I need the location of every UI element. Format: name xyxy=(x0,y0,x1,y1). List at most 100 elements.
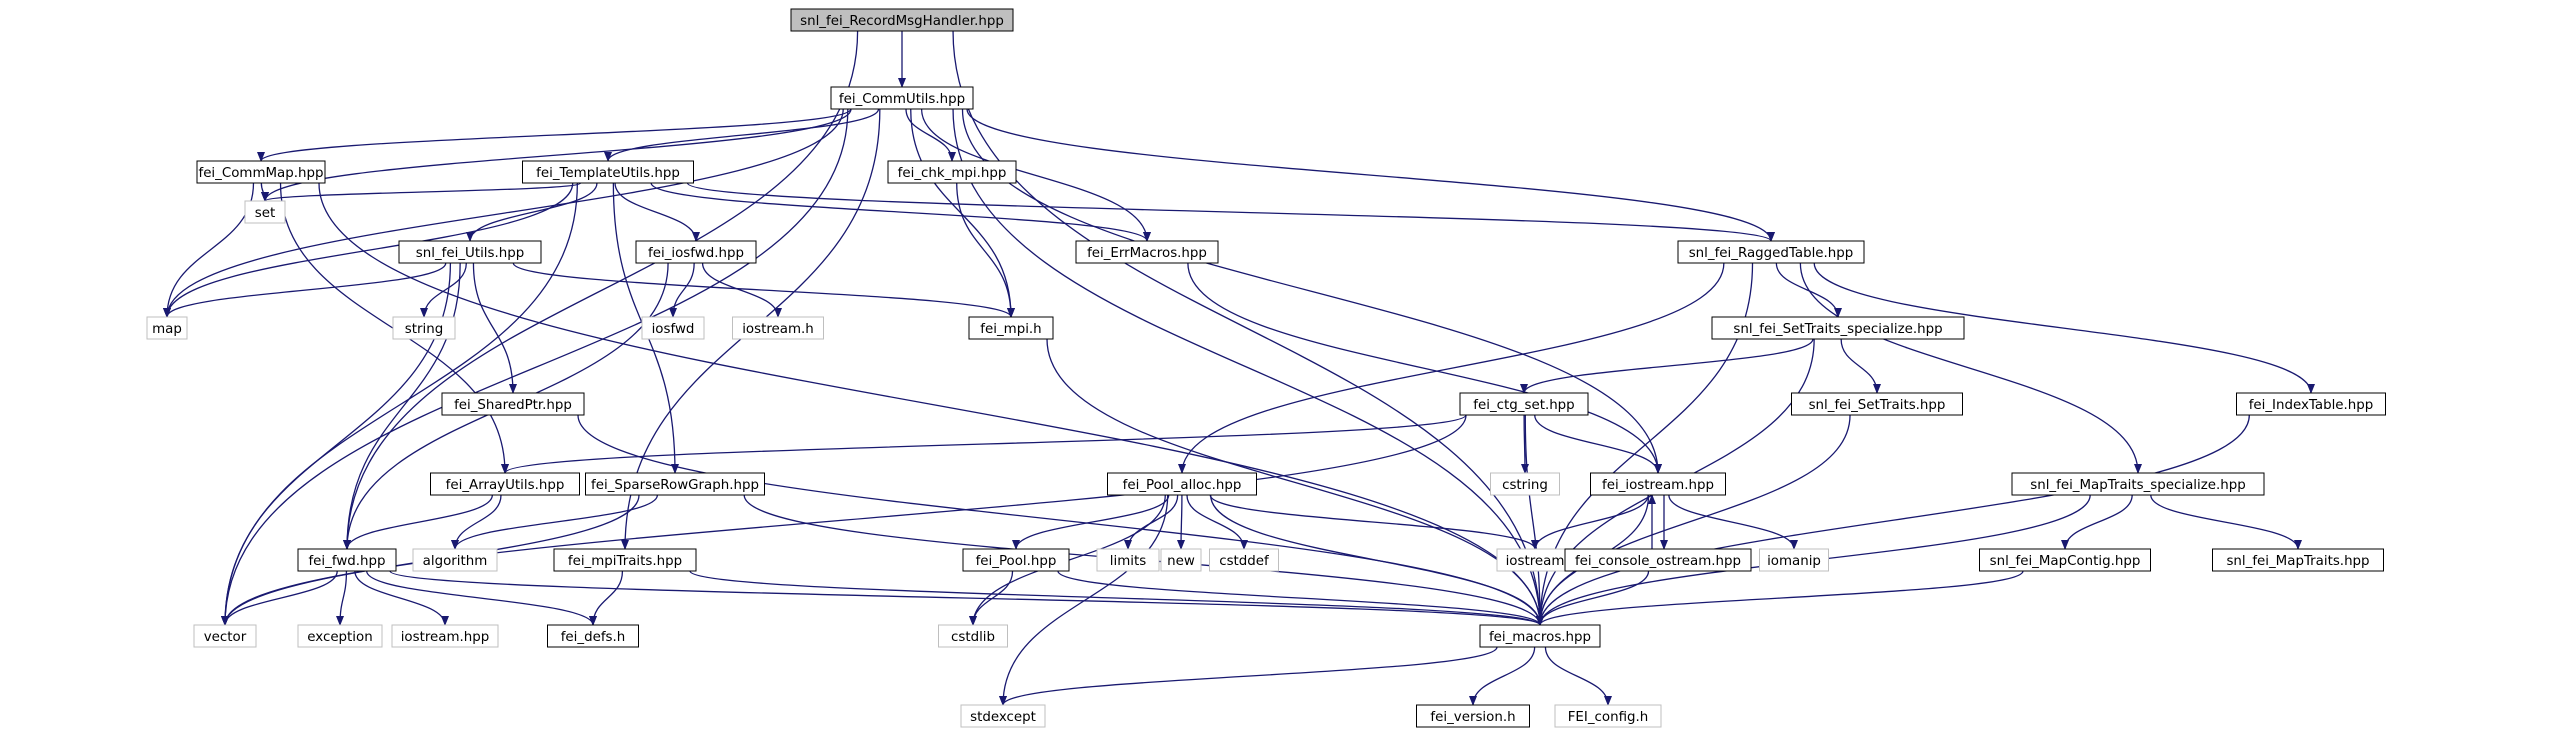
node-box-new xyxy=(1160,548,1202,572)
node-label-macros: fei_macros.hpp xyxy=(1489,630,1591,645)
edge-consoleostream-to-macros xyxy=(1536,570,1650,626)
node-mpitraits[interactable]: fei_mpiTraits.hpp xyxy=(553,548,697,572)
node-box-algorithm xyxy=(412,548,498,572)
node-vector: vector xyxy=(193,624,257,648)
edge-snlutils-to-fwd xyxy=(343,262,461,550)
node-errmacros[interactable]: fei_ErrMacros.hpp xyxy=(1075,240,1219,264)
edge-poolalloc-to-limits xyxy=(1124,494,1179,550)
node-settraitsspec[interactable]: snl_fei_SetTraits_specialize.hpp xyxy=(1711,316,1965,340)
node-consoleostream[interactable]: fei_console_ostream.hpp xyxy=(1564,548,1752,572)
edge-iosfwdhpp-to-iostreamh xyxy=(701,262,782,318)
node-box-iostreamh xyxy=(732,316,824,340)
node-box-cstddef xyxy=(1209,548,1279,572)
node-poolalloc[interactable]: fei_Pool_alloc.hpp xyxy=(1107,472,1257,496)
node-box-feiiostream xyxy=(1590,472,1726,496)
node-box-root xyxy=(790,8,1014,32)
edge-mpitraits-to-macros xyxy=(689,570,1544,626)
node-label-stdexcept: stdexcept xyxy=(970,710,1036,725)
node-label-feiiostream: fei_iostream.hpp xyxy=(1602,478,1714,493)
node-version[interactable]: fei_version.h xyxy=(1416,704,1530,728)
node-defs[interactable]: fei_defs.h xyxy=(547,624,639,648)
edge-indextable-to-macros xyxy=(1536,414,2250,626)
node-box-cstdlib xyxy=(938,624,1008,648)
node-cstdlib: cstdlib xyxy=(938,624,1008,648)
edge-iosfwdhpp-to-iosfwd xyxy=(669,262,695,318)
node-macros[interactable]: fei_macros.hpp xyxy=(1479,624,1601,648)
node-raggedtable[interactable]: snl_fei_RaggedTable.hpp xyxy=(1677,240,1865,264)
node-label-templateutils: fei_TemplateUtils.hpp xyxy=(536,166,680,181)
node-box-maptraitsspec xyxy=(2011,472,2265,496)
node-label-exception: exception xyxy=(307,630,372,645)
edge-arrayutils-to-fwd xyxy=(343,494,494,550)
edge-commutils-to-templateutils xyxy=(604,108,880,162)
node-maptraitsspec[interactable]: snl_fei_MapTraits_specialize.hpp xyxy=(2011,472,2265,496)
edge-macros-to-config xyxy=(1544,646,1612,706)
node-settraits[interactable]: snl_fei_SetTraits.hpp xyxy=(1791,392,1963,416)
edge-maptraitsspec-to-mapcontig xyxy=(2061,494,2133,550)
edge-poolalloc-to-stdexcept xyxy=(999,494,1169,706)
edge-poolalloc-to-iostream xyxy=(1209,494,1539,550)
edge-root-to-fwd xyxy=(343,30,859,550)
node-label-commutils: fei_CommUtils.hpp xyxy=(839,92,965,107)
node-label-root: snl_fei_RecordMsgHandler.hpp xyxy=(800,14,1004,29)
node-label-snlutils: snl_fei_Utils.hpp xyxy=(416,246,524,261)
node-label-iostreamh: iostream.h xyxy=(742,322,814,337)
node-box-settraits xyxy=(1791,392,1963,416)
edge-templateutils-to-errmacros xyxy=(650,182,1151,242)
node-box-vector xyxy=(193,624,257,648)
node-box-chkmpi xyxy=(887,160,1017,184)
node-mpih[interactable]: fei_mpi.h xyxy=(968,316,1054,340)
node-chkmpi[interactable]: fei_chk_mpi.hpp xyxy=(887,160,1017,184)
node-box-mapcontig xyxy=(1979,548,2151,572)
node-iosfwdhpp[interactable]: fei_iosfwd.hpp xyxy=(635,240,757,264)
node-label-new: new xyxy=(1167,554,1195,569)
edge-templateutils-to-snlutils xyxy=(466,182,598,242)
node-label-iosfwdhpp: fei_iosfwd.hpp xyxy=(648,246,744,261)
edge-settraitsspec-to-settraits xyxy=(1840,338,1881,394)
node-box-ctgset xyxy=(1459,392,1589,416)
node-arrayutils[interactable]: fei_ArrayUtils.hpp xyxy=(430,472,580,496)
edge-pool-to-cstdlib xyxy=(969,570,1014,626)
edge-commutils-to-set xyxy=(261,108,852,202)
edge-commutils-to-raggedtable xyxy=(966,108,1775,242)
edge-macros-to-stdexcept xyxy=(999,646,1498,706)
node-ctgset[interactable]: fei_ctg_set.hpp xyxy=(1459,392,1589,416)
node-mapcontig[interactable]: snl_fei_MapContig.hpp xyxy=(1979,548,2151,572)
edge-ctgset-to-macros xyxy=(1524,414,1544,626)
dependency-edges xyxy=(163,30,2315,706)
node-label-set: set xyxy=(255,206,275,221)
node-box-commmap xyxy=(196,160,326,184)
node-sparserow[interactable]: fei_SparseRowGraph.hpp xyxy=(585,472,765,496)
node-box-raggedtable xyxy=(1677,240,1865,264)
edge-poolalloc-to-new xyxy=(1177,494,1186,550)
node-label-pool: fei_Pool.hpp xyxy=(976,554,1057,569)
edge-commutils-to-vector xyxy=(221,108,849,626)
edge-macros-to-version xyxy=(1469,646,1536,706)
edge-fwd-to-iostreamhpp xyxy=(354,570,449,626)
node-pool[interactable]: fei_Pool.hpp xyxy=(962,548,1070,572)
edge-settraitsspec-to-ctgset xyxy=(1520,338,1814,394)
node-iosfwd: iosfwd xyxy=(641,316,705,340)
node-commutils[interactable]: fei_CommUtils.hpp xyxy=(830,86,974,110)
node-string: string xyxy=(392,316,456,340)
edge-commutils-to-errmacros xyxy=(920,108,1151,242)
node-indextable[interactable]: fei_IndexTable.hpp xyxy=(2236,392,2386,416)
node-snlutils[interactable]: snl_fei_Utils.hpp xyxy=(398,240,542,264)
edge-snlutils-to-string xyxy=(420,262,467,318)
edge-root-to-macros xyxy=(952,30,1544,626)
node-box-snlutils xyxy=(398,240,542,264)
node-label-sharedptr: fei_SharedPtr.hpp xyxy=(454,398,572,413)
node-root[interactable]: snl_fei_RecordMsgHandler.hpp xyxy=(790,8,1014,32)
node-sharedptr[interactable]: fei_SharedPtr.hpp xyxy=(441,392,585,416)
node-commmap[interactable]: fei_CommMap.hpp xyxy=(196,160,326,184)
node-feiiostream[interactable]: fei_iostream.hpp xyxy=(1590,472,1726,496)
node-fwd[interactable]: fei_fwd.hpp xyxy=(297,548,397,572)
node-label-cstdlib: cstdlib xyxy=(951,630,995,645)
node-templateutils[interactable]: fei_TemplateUtils.hpp xyxy=(522,160,694,184)
node-label-string: string xyxy=(405,322,443,337)
node-exception: exception xyxy=(297,624,383,648)
node-label-consoleostream: fei_console_ostream.hpp xyxy=(1575,554,1741,569)
edge-fwd-to-defs xyxy=(366,570,597,626)
node-maptraits[interactable]: snl_fei_MapTraits.hpp xyxy=(2212,548,2384,572)
edge-poolalloc-to-macros xyxy=(1209,494,1544,626)
